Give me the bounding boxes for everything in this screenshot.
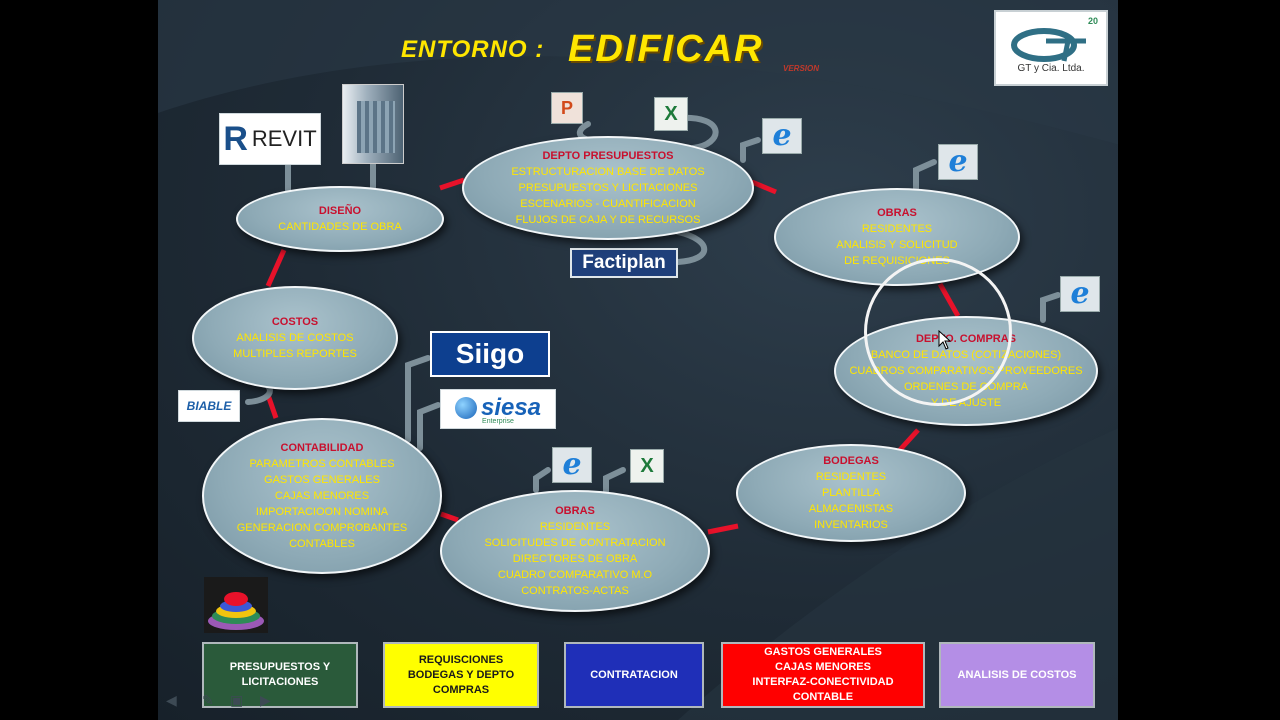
nav-forward-icon[interactable]: ▶ [260, 692, 271, 708]
node-heading: BODEGAS [823, 455, 879, 467]
biable-label: BIABLE [186, 399, 232, 413]
node-bodegas[interactable]: BODEGAS RESIDENTES PLANTILLA ALMACENISTA… [736, 444, 966, 542]
node-line: ESCENARIOS - CUANTIFICACION [520, 198, 696, 210]
mouse-cursor-icon [938, 330, 952, 350]
internet-explorer-icon: e [552, 447, 592, 483]
presupuestos-licitaciones-button[interactable]: PRESUPUESTOS Y LICITACIONES [202, 642, 358, 708]
node-heading: OBRAS [877, 207, 917, 219]
node-line: IMPORTACIOON NOMINA [255, 506, 389, 518]
node-heading: COSTOS [271, 316, 319, 328]
siigo-logo: Siigo [430, 331, 550, 377]
siesa-sub-label: Enterprise [482, 417, 514, 425]
company-badge: 20 [1087, 16, 1098, 26]
node-line: CONTRATOS-ACTAS [521, 585, 629, 597]
node-line: MULTIPLES REPORTES [233, 348, 357, 360]
node-line: ALMACENISTAS [808, 503, 894, 515]
gastos-generales-button[interactable]: GASTOS GENERALES CAJAS MENORES INTERFAZ-… [721, 642, 925, 708]
siesa-logo: siesa Enterprise [440, 389, 556, 429]
node-line: GENERACION COMPROBANTES [236, 522, 408, 534]
node-line: PARAMETROS CONTABLES [249, 458, 395, 470]
node-line: RESIDENTES [861, 223, 933, 235]
node-line: RESIDENTES [815, 471, 887, 483]
node-line: CONTABLES [289, 538, 355, 550]
node-costos[interactable]: COSTOS ANALISIS DE COSTOS MULTIPLES REPO… [192, 286, 398, 390]
node-contabilidad[interactable]: CONTABILIDAD PARAMETROS CONTABLES GASTOS… [202, 418, 442, 574]
internet-explorer-icon: e [1060, 276, 1100, 312]
internet-explorer-icon: e [762, 118, 802, 154]
siesa-label: siesa [480, 393, 542, 421]
biable-logo: BIABLE [178, 390, 240, 422]
node-line: RESIDENTES [539, 521, 611, 533]
menu-icon[interactable]: ▣ [230, 692, 244, 708]
node-line: ANALISIS Y SOLICITUD [836, 239, 958, 251]
node-line: ESTRUCTURACION BASE DE DATOS [511, 166, 705, 178]
node-obras-bottom[interactable]: OBRAS RESIDENTES SOLICITUDES DE CONTRATA… [440, 490, 710, 612]
title-main: EDIFICAR [568, 28, 764, 70]
slide: ENTORNO : EDIFICAR VERSION 20 GT y Cia. … [158, 0, 1118, 720]
node-line: PLANTILLA [821, 487, 881, 499]
node-line: SOLICITUDES DE CONTRATACION [484, 537, 666, 549]
nav-back-icon[interactable]: ◀ [166, 692, 177, 708]
node-line: CANTIDADES DE OBRA [278, 221, 402, 233]
revit-box-image [342, 84, 404, 164]
revit-label: REVIT [251, 126, 317, 151]
company-name: GT y Cia. Ltda. [1017, 62, 1085, 74]
excel-icon: X [630, 449, 664, 483]
node-depto-presupuestos[interactable]: DEPTO PRESUPUESTOS ESTRUCTURACION BASE D… [462, 136, 754, 240]
node-heading: DISEÑO [318, 205, 362, 217]
node-heading: OBRAS [555, 505, 595, 517]
node-line: INVENTARIOS [814, 519, 888, 531]
node-diseno[interactable]: DISEÑO CANTIDADES DE OBRA [236, 186, 444, 252]
requisiciones-bodegas-compras-button[interactable]: REQUISCIONES BODEGAS Y DEPTO COMPRAS [383, 642, 539, 708]
node-line: DIRECTORES DE OBRA [512, 553, 638, 565]
stacked-discs-icon [204, 577, 268, 633]
analisis-costos-button[interactable]: ANALISIS DE COSTOS [939, 642, 1095, 708]
cursor-highlight-ring [864, 258, 1012, 406]
siesa-globe-icon [454, 396, 477, 419]
factiplan-label: Factiplan [582, 252, 666, 273]
node-heading: CONTABILIDAD [280, 442, 364, 454]
excel-icon: X [654, 97, 688, 131]
company-logo: 20 GT y Cia. Ltda. [994, 10, 1108, 86]
node-line: ANALISIS DE COSTOS [236, 332, 354, 344]
revit-logo: R REVIT [219, 113, 321, 165]
node-line: PRESUPUESTOS Y LICITACIONES [518, 182, 698, 194]
pen-icon[interactable]: ✎ [202, 692, 214, 708]
node-heading: DEPTO PRESUPUESTOS [542, 150, 674, 162]
node-line: CUADRO COMPARATIVO M.O [497, 569, 653, 581]
title-sub: VERSION [783, 64, 820, 73]
node-line: GASTOS GENERALES [264, 474, 380, 486]
powerpoint-icon: P [551, 92, 583, 124]
siigo-label: Siigo [455, 338, 525, 369]
factiplan-logo: Factiplan [570, 248, 678, 278]
contratacion-button[interactable]: CONTRATACION [564, 642, 704, 708]
node-line: CAJAS MENORES [274, 490, 370, 502]
internet-explorer-icon: e [938, 144, 978, 180]
title-prefix: ENTORNO : [401, 36, 545, 63]
node-line: FLUJOS DE CAJA Y DE RECURSOS [515, 214, 701, 226]
gt-logo-icon [1011, 27, 1086, 62]
